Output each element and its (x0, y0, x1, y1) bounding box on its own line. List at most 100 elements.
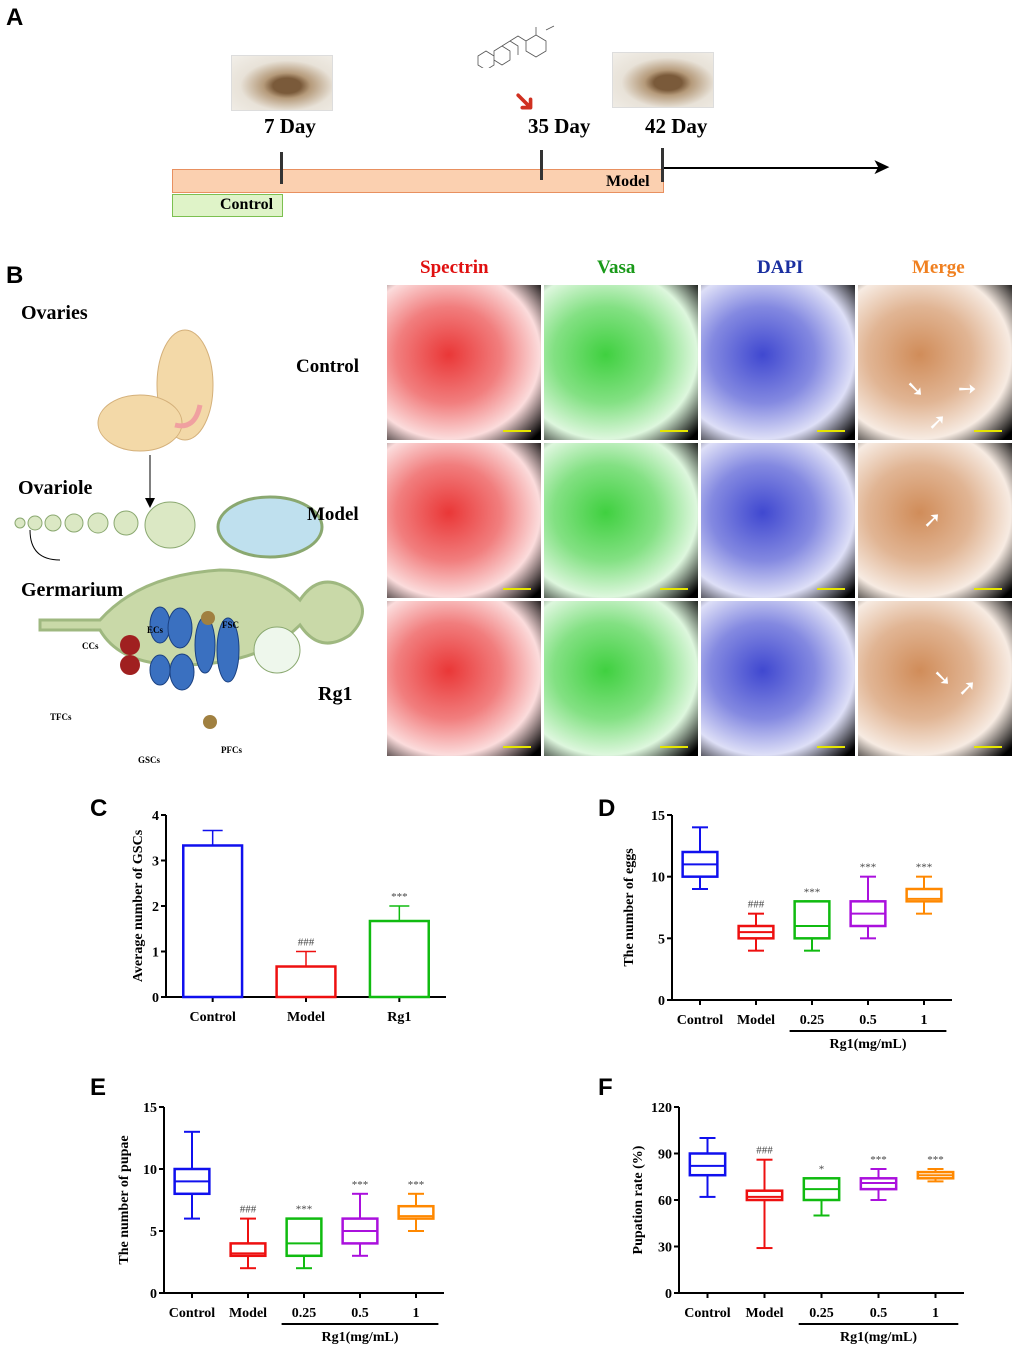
tick-35 (540, 150, 543, 180)
micrograph-rg1-vasa (544, 601, 698, 756)
scale-bar (817, 430, 845, 432)
scale-bar (660, 430, 688, 432)
col-header-dapi: DAPI (757, 257, 804, 278)
y-tick-label: 5 (658, 932, 665, 947)
x-tick-label: Model (737, 1013, 775, 1028)
x-tick-label: 0.25 (800, 1013, 825, 1028)
panel-label-b: B (6, 262, 24, 289)
x-tick-label: 0.25 (292, 1306, 317, 1321)
x-tick-label: 1 (921, 1013, 928, 1028)
micrograph-model-dapi (701, 443, 855, 598)
y-tick-label: 60 (658, 1194, 672, 1209)
significance-label: * (819, 1163, 825, 1175)
micrograph-control-vasa (544, 285, 698, 440)
micrograph-model-spectrin (387, 443, 541, 598)
y-tick-label: 5 (150, 1225, 157, 1240)
y-tick-label: 0 (150, 1287, 157, 1302)
ecs-label: ECs (147, 625, 164, 635)
ovary-diagram: ECs FSC CCs TFCs GSCs PFCs (14, 329, 364, 765)
scale-bar (817, 746, 845, 748)
micrograph-rg1-merge: ➘➚ (858, 601, 1012, 756)
col-header-merge: Merge (912, 257, 965, 278)
model-bar-label: Model (606, 173, 650, 190)
scale-bar (974, 588, 1002, 590)
y-axis-title: Average number of GSCs (131, 829, 146, 982)
tick-42 (661, 148, 664, 182)
col-header-vasa: Vasa (597, 257, 636, 278)
control-bar-label: Control (220, 196, 274, 213)
significance-label: ### (748, 899, 765, 911)
y-tick-label: 90 (658, 1148, 672, 1163)
ccs-label: CCs (82, 641, 99, 651)
box (745, 1189, 784, 1202)
micrograph-control-dapi (701, 285, 855, 440)
micrograph-model-vasa (544, 443, 698, 598)
x-tick-label: Control (169, 1306, 216, 1321)
micrograph-control-spectrin (387, 285, 541, 440)
y-tick-label: 0 (665, 1287, 672, 1302)
significance-label: *** (408, 1179, 425, 1191)
micrograph-control-merge: ➘➙➚ (858, 285, 1012, 440)
group-label: Rg1(mg/mL) (840, 1330, 917, 1345)
x-tick-label: Control (677, 1013, 724, 1028)
germarium-label: Germarium (21, 579, 124, 601)
significance-label: *** (804, 886, 821, 898)
fsc-label: FSC (222, 620, 239, 630)
x-tick-label: Model (287, 1010, 325, 1025)
box (688, 1152, 727, 1177)
x-tick-label: 0.5 (870, 1306, 888, 1321)
scale-bar (974, 430, 1002, 432)
gscs-label: GSCs (138, 755, 161, 765)
x-tick-label: Model (745, 1306, 783, 1321)
col-header-spectrin: Spectrin (420, 257, 489, 278)
panel-label-d: D (598, 795, 616, 822)
ovariole-label: Ovariole (18, 477, 93, 499)
y-tick-label: 10 (651, 871, 665, 886)
bar (275, 965, 337, 999)
timeline-arrowhead-icon: ➤ (872, 155, 891, 180)
y-tick-label: 30 (658, 1241, 672, 1256)
micrograph-grid: ➘➙➚➚➘➚ (387, 285, 1012, 756)
gsc-arrow-icon: ➘ (906, 377, 925, 402)
y-tick-label: 3 (152, 855, 159, 870)
x-tick-label: Model (229, 1306, 267, 1321)
gsc-arrow-icon: ➘ (933, 666, 952, 691)
day-7-label: 7 Day (264, 114, 316, 138)
box (285, 1217, 323, 1258)
y-tick-label: 15 (651, 809, 665, 824)
timeline-axis (662, 167, 882, 169)
pfcs-label: PFCs (221, 745, 242, 755)
panel-label-e: E (90, 1074, 107, 1101)
significance-label: ### (756, 1145, 773, 1157)
x-tick-label: Control (189, 1010, 236, 1025)
ovaries-label: Ovaries (21, 302, 88, 324)
scale-bar (503, 746, 531, 748)
box (793, 900, 831, 940)
tick-7 (280, 152, 283, 184)
panel-label-f: F (598, 1074, 613, 1101)
group-label: Rg1(mg/mL) (322, 1330, 399, 1345)
significance-label: *** (916, 862, 933, 874)
x-tick-label: 1 (932, 1306, 939, 1321)
row-label-model: Model (307, 504, 359, 525)
micrograph-rg1-spectrin (387, 601, 541, 756)
y-axis-title: The number of pupae (117, 1135, 132, 1264)
ginsenoside-structure-icon (477, 25, 555, 68)
significance-label: *** (352, 1179, 369, 1191)
y-tick-label: 1 (152, 946, 159, 961)
scale-bar (974, 746, 1002, 748)
control-bar (172, 194, 283, 217)
scale-bar (660, 746, 688, 748)
day-35-label: 35 Day (528, 114, 591, 138)
scale-bar (503, 430, 531, 432)
significance-label: *** (391, 891, 408, 903)
significance-label: ### (240, 1204, 257, 1216)
x-tick-label: 0.25 (809, 1306, 834, 1321)
fly-image-7day (231, 55, 333, 111)
scale-bar (660, 588, 688, 590)
